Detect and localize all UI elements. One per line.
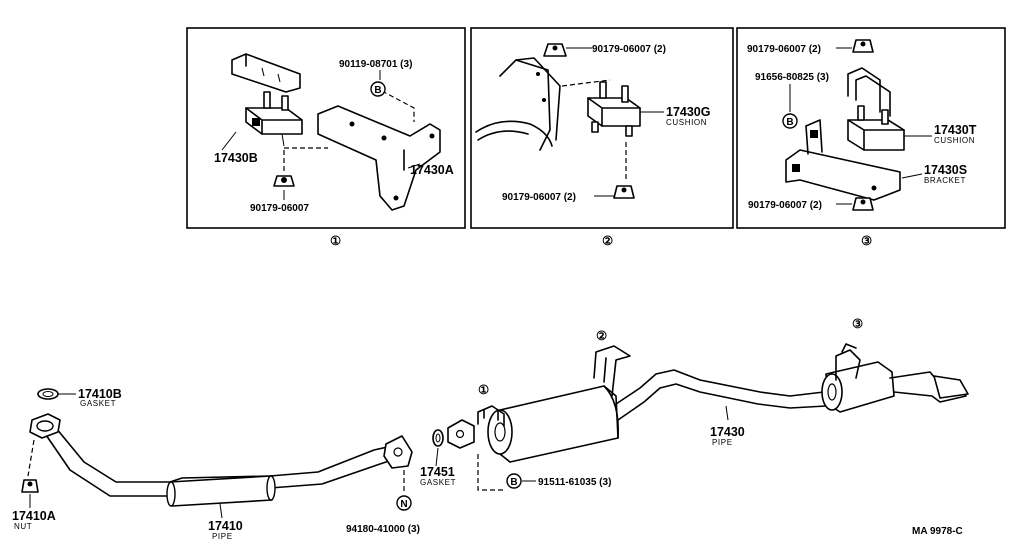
panel-3-bracket-sub: BRACKET	[924, 176, 966, 185]
panel-3-nut-top-drawing	[852, 39, 874, 53]
panel-3-bracket-drawing	[785, 119, 901, 201]
front-pipe-sub: PIPE	[212, 532, 233, 541]
panel-2-nut-bottom-drawing	[613, 185, 635, 199]
exhaust-assembly: ① ② ③ 17410B GASKET 17410A NUT 17410 PIP…	[12, 317, 969, 541]
panel-2-caption: ②	[602, 234, 613, 248]
panel-1-nut-label: 90179-06007	[250, 203, 309, 214]
gasket-mid-sub: GASKET	[420, 478, 456, 487]
panel-1-bracket-label: 17430A	[410, 163, 454, 177]
panel-2-cushion-sub: CUSHION	[666, 118, 707, 127]
callout-2: ②	[596, 329, 607, 343]
tail-pipe-sub: PIPE	[712, 438, 733, 447]
spring-bolt-code: N	[400, 499, 407, 510]
callout-3: ③	[852, 317, 863, 331]
panel-1-frame	[186, 27, 466, 229]
callout-1: ①	[478, 383, 489, 397]
panel-3-cushion-drawing	[847, 105, 905, 151]
panel-3-cushion-label: 17430T	[934, 123, 977, 137]
tail-pipe-drawing	[615, 369, 827, 421]
bolt-b-label: 91511-61035 (3)	[538, 477, 611, 488]
gasket-front-label: 17410B	[78, 387, 122, 401]
panel-1-insulator-drawing	[245, 91, 303, 147]
spring-bolt-label: 94180-41000 (3)	[346, 524, 420, 535]
panel-1-hanger-plate-drawing	[231, 53, 301, 93]
gasket-front-sub: GASKET	[80, 399, 116, 408]
nut-label: 17410A	[12, 509, 56, 523]
panel-2-nut-top-drawing	[543, 43, 567, 57]
panel-3-cushion-sub: CUSHION	[934, 136, 975, 145]
panel-1-bolt-code: B	[374, 85, 381, 96]
panel-2-cushion-label: 17430G	[666, 105, 710, 119]
panel-2-nut-bottom-label: 90179-06007 (2)	[502, 192, 576, 203]
panel-2-nut-top-label: 90179-06007 (2)	[592, 44, 666, 55]
panel-1-bracket-drawing	[317, 105, 441, 211]
front-pipe-label: 17410	[208, 519, 243, 533]
panel-2-frame	[470, 27, 734, 229]
panel-3-bracket-label: 17430S	[924, 163, 967, 177]
diagram-code: MA 9978-C	[912, 526, 963, 537]
gasket-mid-label: 17451	[420, 465, 455, 479]
panel-3-nut-top-label: 90179-06007 (2)	[747, 44, 821, 55]
panel-2-cushion-drawing	[587, 81, 641, 137]
nut-sub: NUT	[14, 522, 32, 531]
panel-1-caption: ①	[330, 234, 341, 248]
hanger-2-drawing	[593, 345, 631, 397]
rear-muffler-drawing	[821, 343, 969, 413]
panel-1: 90119-08701 (3) B 17430B 17430A 90179-06…	[186, 27, 466, 229]
panel-3-caption: ③	[861, 234, 872, 248]
panel-1-nut-drawing	[273, 175, 295, 187]
front-pipe-drawing	[29, 413, 413, 507]
panel-3-hanger-drawing	[847, 67, 891, 117]
panel-1-bolt-label: 90119-08701 (3)	[339, 59, 412, 70]
panel-3-bolt-label: 91656-80825 (3)	[755, 72, 829, 83]
bolt-b-code: B	[510, 477, 517, 488]
gasket-front-drawing	[37, 388, 59, 400]
panel-3-nut-bottom-label: 90179-06007 (2)	[748, 200, 822, 211]
main-muffler-drawing	[447, 385, 620, 463]
nut-drawing	[21, 479, 39, 493]
tail-pipe-label: 17430	[710, 425, 745, 439]
panel-1-insulator-label: 17430B	[214, 151, 258, 165]
panel-2-body-drawing	[475, 57, 561, 151]
panel-3: 90179-06007 (2) 91656-80825 (3) B 17430T…	[736, 27, 1006, 229]
gasket-mid-drawing	[432, 429, 444, 447]
panel-3-nut-bottom-drawing	[852, 197, 874, 211]
panel-2: 90179-06007 (2) 17430G CUSHION 90179-060…	[470, 27, 734, 229]
panel-3-bolt-code: B	[786, 117, 793, 128]
panel-3-frame	[736, 27, 1006, 229]
